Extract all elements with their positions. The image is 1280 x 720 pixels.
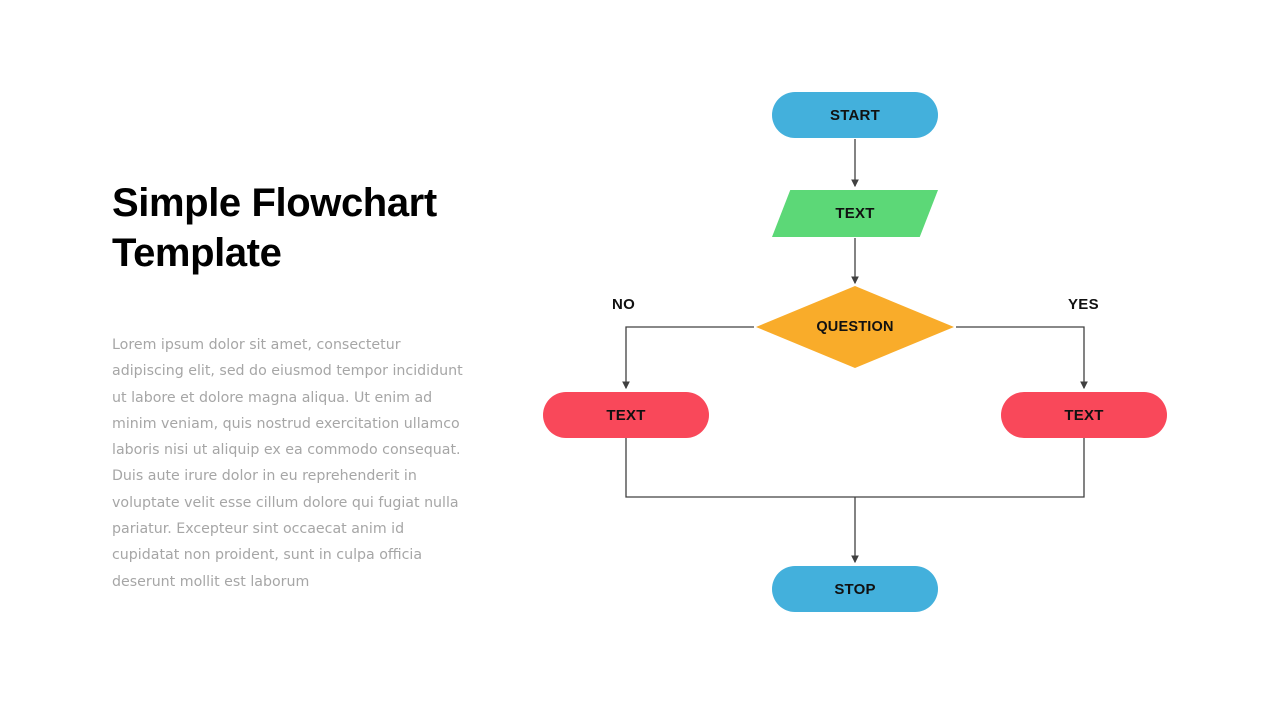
edge-label-no: NO bbox=[612, 296, 636, 313]
page-title: Simple Flowchart Template bbox=[112, 181, 437, 275]
edge-process-right-to-merge bbox=[855, 438, 1085, 498]
node-stop[interactable]: STOP bbox=[772, 566, 938, 612]
edge-decision-to-process-left bbox=[622, 326, 754, 390]
edge-decision-to-process-right bbox=[956, 326, 1088, 390]
node-data-wrapper: TEXT bbox=[772, 190, 938, 237]
edge-label-yes: YES bbox=[1068, 296, 1099, 313]
node-decision[interactable]: QUESTION bbox=[756, 286, 954, 368]
node-start[interactable]: START bbox=[772, 92, 938, 138]
node-process-right[interactable]: TEXT bbox=[1001, 392, 1167, 438]
node-process-left[interactable]: TEXT bbox=[543, 392, 709, 438]
node-data[interactable]: TEXT bbox=[772, 190, 938, 237]
text-column: Simple Flowchart Template bbox=[112, 178, 472, 278]
node-decision-wrapper: QUESTION bbox=[756, 286, 954, 368]
body-paragraph: Lorem ipsum dolor sit amet, consectetur … bbox=[112, 337, 463, 590]
edge-process-left-to-merge bbox=[625, 438, 855, 498]
